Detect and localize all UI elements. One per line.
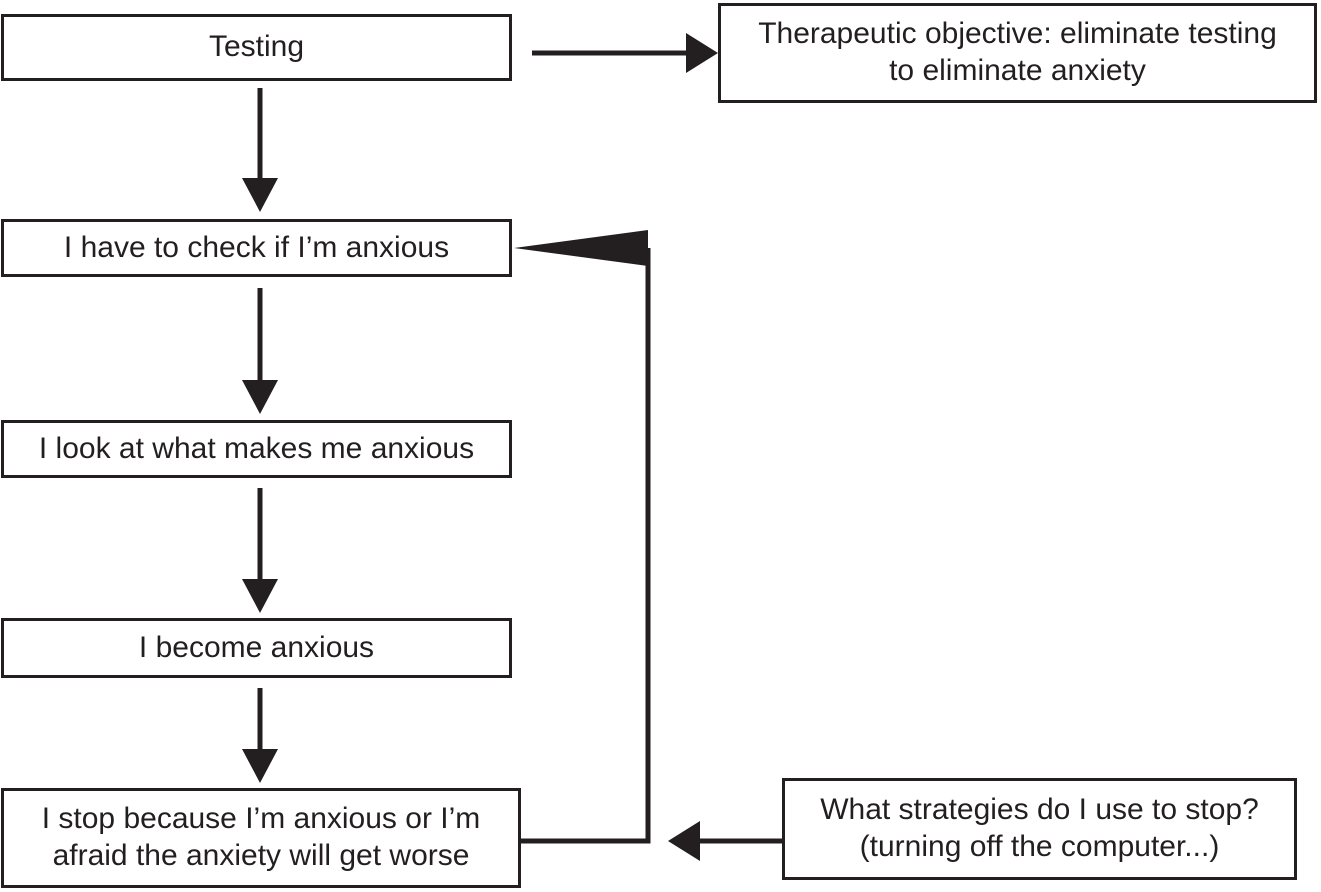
node-i-stop-label: I stop because I’m anxious or I’m afraid… bbox=[41, 802, 481, 872]
node-check-if-anxious[interactable]: I have to check if I’m anxious bbox=[1, 219, 512, 277]
node-testing-label: Testing bbox=[208, 30, 305, 64]
node-i-stop[interactable]: I stop because I’m anxious or I’m afraid… bbox=[1, 788, 521, 888]
node-strategies[interactable]: What strategies do I use to stop? (turni… bbox=[782, 778, 1297, 880]
edge-look-to-become bbox=[242, 488, 278, 613]
node-check-if-anxious-label: I have to check if I’m anxious bbox=[63, 230, 450, 264]
edge-strategies-to-stop bbox=[668, 821, 782, 861]
edge-testing-to-check bbox=[242, 88, 278, 212]
edge-stop-to-check-feedback bbox=[514, 230, 651, 844]
node-look-at-what-makes-anxious[interactable]: I look at what makes me anxious bbox=[1, 420, 512, 478]
edge-check-to-look bbox=[242, 288, 278, 414]
node-become-anxious[interactable]: I become anxious bbox=[1, 618, 512, 678]
edge-become-to-stop bbox=[242, 688, 278, 783]
node-therapeutic-objective-label: Therapeutic objective: eliminate testing… bbox=[758, 17, 1277, 87]
node-therapeutic-objective[interactable]: Therapeutic objective: eliminate testing… bbox=[718, 3, 1317, 103]
node-become-anxious-label: I become anxious bbox=[138, 630, 375, 664]
node-look-at-what-makes-anxious-label: I look at what makes me anxious bbox=[38, 431, 475, 465]
node-testing[interactable]: Testing bbox=[1, 14, 512, 81]
edge-testing-to-objective bbox=[532, 33, 718, 73]
node-strategies-label: What strategies do I use to stop? (turni… bbox=[820, 793, 1259, 863]
